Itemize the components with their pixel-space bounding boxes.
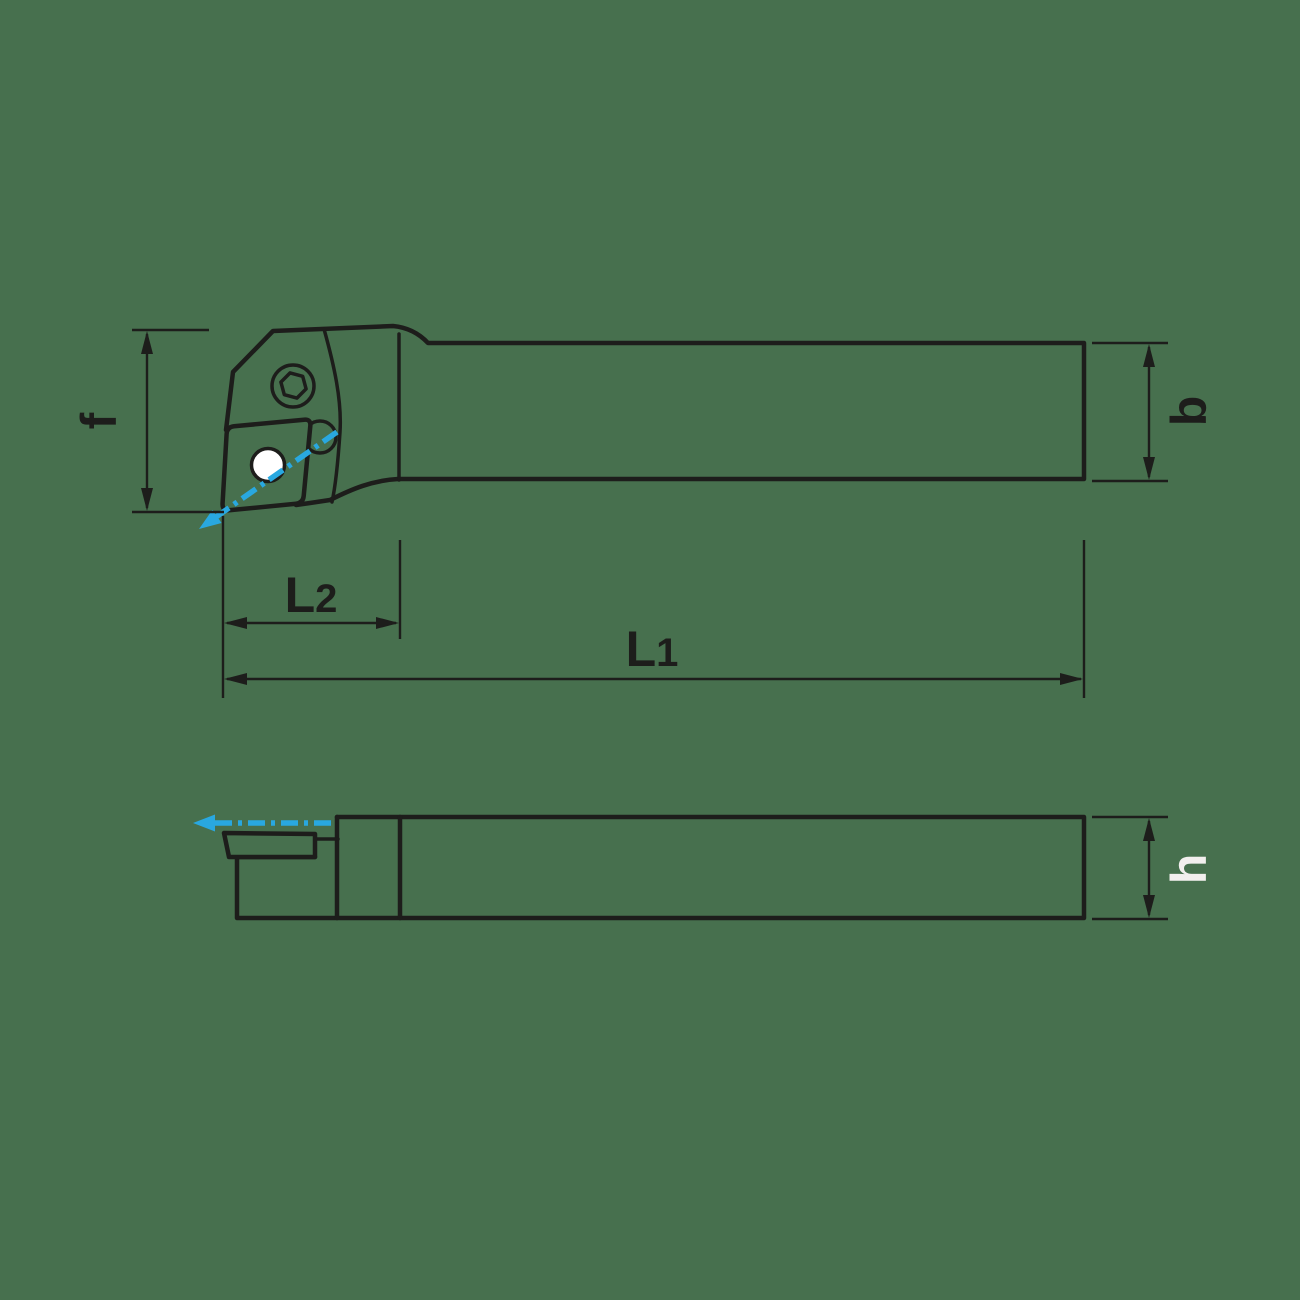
h-label: h (1161, 854, 1217, 885)
dimension-f: f (71, 328, 224, 514)
dim-arrow-icon (376, 617, 399, 629)
dim-arrow-icon (141, 488, 153, 511)
hex-socket-icon (279, 371, 308, 400)
feed-direction-arrow-icon (193, 814, 331, 832)
dim-arrow-icon (1143, 895, 1155, 918)
feed-arrow-head (193, 814, 215, 832)
insert-hole (249, 446, 287, 484)
dim-arrow-icon (1143, 818, 1155, 841)
L1-label: L1 (626, 621, 679, 677)
dim-arrow-icon (1143, 457, 1155, 480)
clamp-screw-circle (270, 363, 316, 409)
dimension-L1: L1 (221, 516, 1086, 698)
dimension-L2: L2 (224, 540, 402, 639)
dimension-h: h (1092, 815, 1217, 921)
top-view-body-outline (223, 323, 1087, 508)
side-view (193, 814, 1087, 921)
top-view (199, 323, 1087, 529)
side-view-insert (221, 830, 318, 860)
feed-arrow-head (199, 509, 222, 529)
L2-label: L2 (285, 567, 338, 623)
dim-arrow-icon (1143, 344, 1155, 367)
dim-arrow-icon (141, 331, 153, 354)
side-view-body-outline (234, 814, 1087, 921)
dim-arrow-icon (1060, 673, 1083, 685)
feed-arrow-dash-line (214, 429, 339, 520)
f-label: f (71, 412, 127, 429)
clamp-edge-curve (322, 327, 343, 504)
dim-arrow-icon (224, 673, 247, 685)
dim-arrow-icon (224, 617, 247, 629)
feed-direction-arrow-icon (199, 429, 339, 529)
b-label: b (1161, 396, 1217, 427)
dimension-b: b (1092, 341, 1217, 483)
